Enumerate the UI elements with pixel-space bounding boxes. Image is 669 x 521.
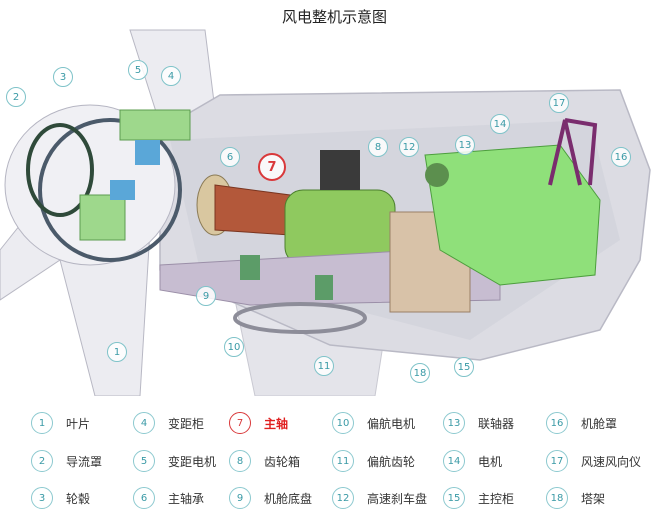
callout-2: 2 xyxy=(6,87,26,107)
legend-label: 机舱罩 xyxy=(581,416,618,431)
legend-item: 17 风速风向仪 xyxy=(546,446,641,476)
legend-item: 11 偏航齿轮 xyxy=(332,446,415,476)
legend-label: 联轴器 xyxy=(478,416,515,431)
legend-label: 主轴承 xyxy=(168,491,205,506)
legend-item: 10 偏航电机 xyxy=(332,408,415,438)
legend-item: 12 高速刹车盘 xyxy=(332,483,427,513)
legend-label: 塔架 xyxy=(581,491,606,506)
legend-label: 变距柜 xyxy=(168,416,205,431)
legend-num: 10 xyxy=(332,412,354,434)
legend-item-highlighted: 7 主轴 xyxy=(229,408,288,438)
callout-10: 10 xyxy=(224,337,244,357)
legend-item: 13 联轴器 xyxy=(443,408,514,438)
legend-item: 1 叶片 xyxy=(31,408,90,438)
legend-label: 轮毂 xyxy=(66,491,91,506)
legend-num: 3 xyxy=(31,487,53,509)
legend-label: 齿轮箱 xyxy=(264,454,301,469)
legend-label: 主控柜 xyxy=(478,491,515,506)
legend-num: 1 xyxy=(31,412,53,434)
legend-num: 7 xyxy=(229,412,251,434)
legend-num: 15 xyxy=(443,487,465,509)
legend-num: 12 xyxy=(332,487,354,509)
callout-5: 5 xyxy=(128,60,148,80)
legend-item: 16 机舱罩 xyxy=(546,408,617,438)
turbine-illustration xyxy=(0,29,651,396)
legend-label: 偏航齿轮 xyxy=(367,454,416,469)
callout-6: 6 xyxy=(220,147,240,167)
callout-18: 18 xyxy=(410,363,430,383)
legend-item: 3 轮毂 xyxy=(31,483,90,513)
legend-num: 2 xyxy=(31,450,53,472)
legend-item: 9 机舱底盘 xyxy=(229,483,312,513)
callout-8: 8 xyxy=(368,137,388,157)
callout-11: 11 xyxy=(314,356,334,376)
legend-label: 主轴 xyxy=(264,416,289,431)
callout-15: 15 xyxy=(454,357,474,377)
legend-item: 15 主控柜 xyxy=(443,483,514,513)
legend-item: 6 主轴承 xyxy=(133,483,204,513)
callout-14: 14 xyxy=(490,114,510,134)
legend-item: 8 齿轮箱 xyxy=(229,446,300,476)
legend-label: 机舱底盘 xyxy=(264,491,313,506)
legend-item: 5 变距电机 xyxy=(133,446,216,476)
legend-num: 4 xyxy=(133,412,155,434)
legend-item: 4 变距柜 xyxy=(133,408,204,438)
legend-num: 6 xyxy=(133,487,155,509)
legend-item: 14 电机 xyxy=(443,446,502,476)
legend-num: 11 xyxy=(332,450,354,472)
diagram-title: 风电整机示意图 xyxy=(281,8,387,26)
legend-label: 偏航电机 xyxy=(367,416,416,431)
callout-3: 3 xyxy=(53,67,73,87)
callout-7: 7 xyxy=(258,153,286,181)
callout-4: 4 xyxy=(161,66,181,86)
callout-9: 9 xyxy=(196,286,216,306)
legend-num: 5 xyxy=(133,450,155,472)
legend-num: 9 xyxy=(229,487,251,509)
legend-num: 16 xyxy=(546,412,568,434)
legend-label: 变距电机 xyxy=(168,454,217,469)
legend-num: 14 xyxy=(443,450,465,472)
legend-label: 电机 xyxy=(478,454,503,469)
legend-num: 17 xyxy=(546,450,568,472)
callout-1: 1 xyxy=(107,342,127,362)
callout-13: 13 xyxy=(455,135,475,155)
legend-label: 风速风向仪 xyxy=(581,454,642,469)
legend-label: 导流罩 xyxy=(66,454,103,469)
callout-17: 17 xyxy=(549,93,569,113)
legend-num: 13 xyxy=(443,412,465,434)
legend-label: 高速刹车盘 xyxy=(367,491,428,506)
legend-num: 8 xyxy=(229,450,251,472)
callout-16: 16 xyxy=(611,147,631,167)
legend-item: 2 导流罩 xyxy=(31,446,102,476)
legend-num: 18 xyxy=(546,487,568,509)
callout-12: 12 xyxy=(399,137,419,157)
legend-item: 18 塔架 xyxy=(546,483,605,513)
legend-label: 叶片 xyxy=(66,416,91,431)
